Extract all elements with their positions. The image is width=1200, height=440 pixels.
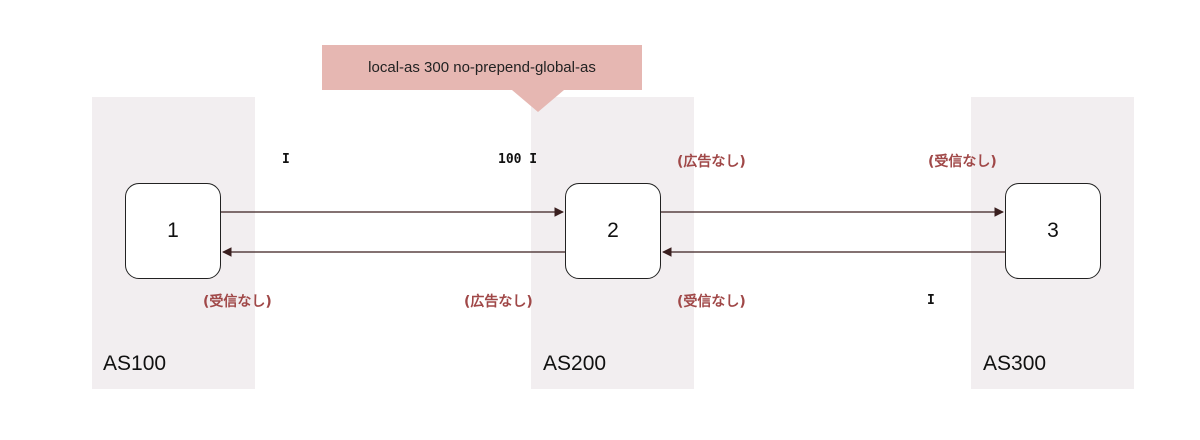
note-r2-no-receive: (受信なし) [677,294,746,310]
as100-label: AS100 [103,352,167,375]
router-3: 3 [1005,183,1101,279]
callout-text: local-as 300 no-prepend-global-as [368,59,596,76]
as300-label: AS300 [983,352,1047,375]
router-2: 2 [565,183,661,279]
router-1: 1 [125,183,221,279]
as-path-r2-in: 100 I [498,152,538,167]
local-as-callout: local-as 300 no-prepend-global-as [322,45,642,90]
as200-label: AS200 [543,352,607,375]
router-1-label: 1 [167,219,179,242]
router-3-label: 3 [1047,219,1059,242]
note-r2-no-advertise-to-r1: (広告なし) [464,294,533,310]
note-r3-no-receive: (受信なし) [928,154,997,170]
note-r1-no-receive: (受信なし) [203,294,272,310]
router-2-label: 2 [607,219,619,242]
as-path-r1-out: I [282,152,290,167]
callout-pointer [512,90,564,112]
as-path-r3-out: I [927,293,935,308]
note-r2-no-advertise-to-r3: (広告なし) [677,154,746,170]
